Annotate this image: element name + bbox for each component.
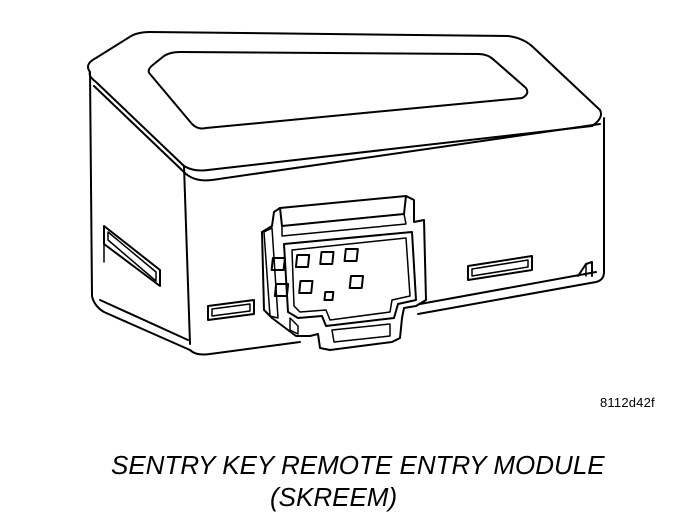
connector-pin [294, 254, 311, 268]
figure-caption: SENTRY KEY REMOTE ENTRY MODULE (SKREEM) [0, 449, 688, 513]
tab-icon [577, 261, 593, 277]
housing-front-corner [183, 165, 191, 345]
housing-base-line-right [419, 271, 597, 305]
connector-pin [298, 280, 314, 294]
figure-reference-code: 8112d42f [600, 395, 655, 410]
connector-pin [273, 283, 290, 297]
connector-shroud [261, 195, 427, 351]
connector-pin [343, 248, 359, 262]
slot-icon [207, 299, 255, 321]
connector-latch [279, 195, 407, 227]
housing-top-edge [93, 85, 601, 182]
top-label-recess [147, 51, 529, 130]
front-slot-left [207, 299, 255, 321]
housing-front-bottom-right [417, 117, 605, 315]
housing-top-face [87, 31, 602, 172]
housing-base-line [99, 299, 189, 341]
slot-icon [103, 225, 161, 287]
connector-pin [270, 257, 286, 271]
connector-key [331, 323, 391, 343]
connector-opening [283, 231, 417, 327]
connector-pin [348, 275, 364, 289]
caption-title: SENTRY KEY REMOTE ENTRY MODULE [111, 450, 605, 480]
slot-icon [467, 255, 533, 281]
connector-pin [323, 291, 335, 301]
housing-left-face [89, 71, 191, 351]
connector-pin [319, 251, 335, 265]
caption-abbreviation: (SKREEM) [270, 482, 398, 512]
module-housing-icon [87, 31, 605, 356]
front-slot-right [467, 255, 533, 281]
housing-front-bottom [189, 341, 301, 356]
connector-icon [261, 195, 427, 351]
mounting-tab [577, 261, 593, 277]
